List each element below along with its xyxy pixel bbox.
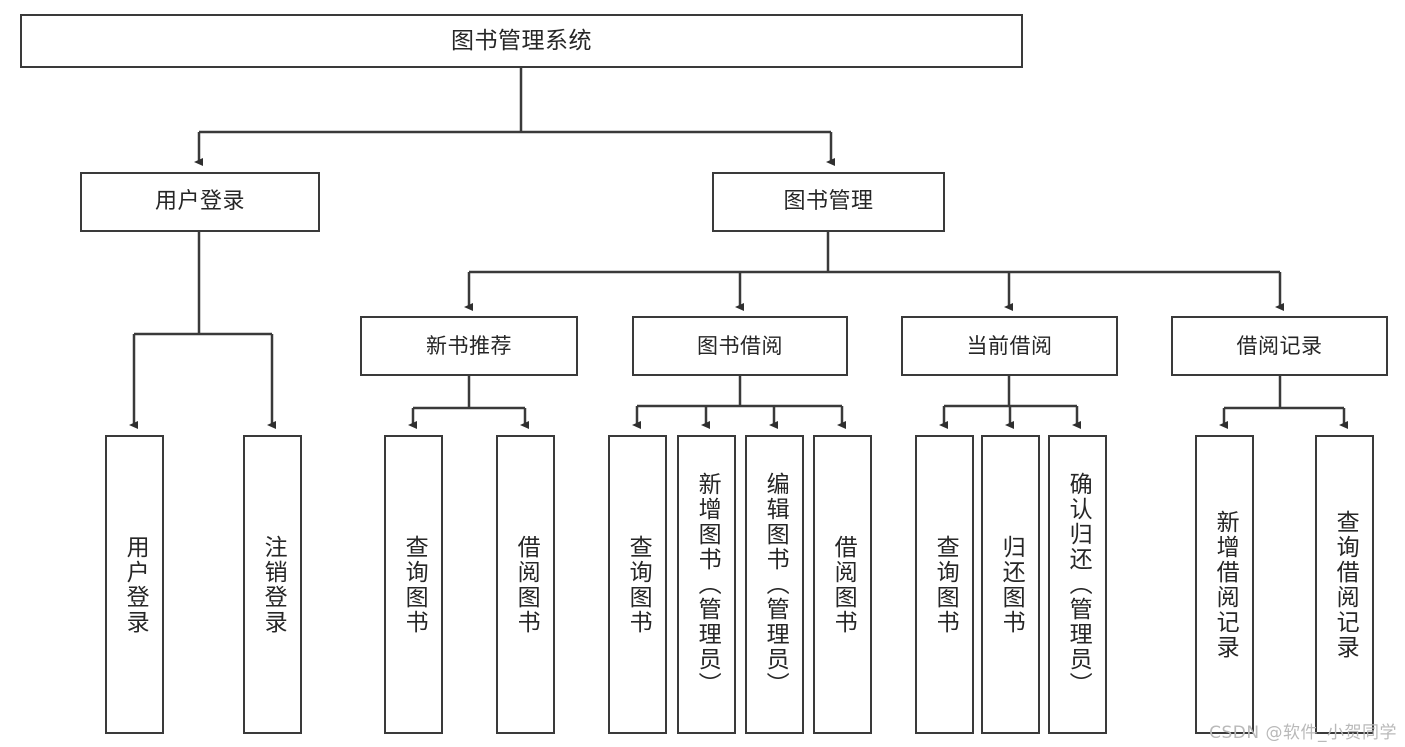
node-current-borrow[interactable]: 当前借阅 [901,316,1118,376]
node-leaf-query-book-borrow-label: 查询图书 [625,534,652,635]
node-leaf-logout-label: 注销登录 [260,534,287,635]
node-leaf-add-book[interactable]: 新增图书（管理员） [677,435,736,734]
node-leaf-user-login[interactable]: 用户登录 [105,435,164,734]
node-leaf-edit-book-label: 编辑图书（管理员） [762,472,789,697]
node-leaf-add-borrow-record[interactable]: 新增借阅记录 [1195,435,1254,734]
node-leaf-query-book-borrow[interactable]: 查询图书 [608,435,667,734]
node-leaf-confirm-return-label: 确认归还（管理员） [1065,472,1092,697]
node-leaf-query-book-recommend[interactable]: 查询图书 [384,435,443,734]
node-root[interactable]: 图书管理系统 [20,14,1023,68]
node-leaf-borrow-book[interactable]: 借阅图书 [813,435,872,734]
node-borrow-record[interactable]: 借阅记录 [1171,316,1388,376]
node-new-book-recommend-label: 新书推荐 [426,333,512,358]
node-leaf-user-login-label: 用户登录 [122,534,149,635]
watermark: CSDN @软件_小贺同学 [1209,723,1397,743]
node-root-label: 图书管理系统 [451,27,592,54]
node-leaf-query-book-recommend-label: 查询图书 [401,534,428,635]
node-user-login-label: 用户登录 [154,189,245,215]
node-new-book-recommend[interactable]: 新书推荐 [360,316,578,376]
node-leaf-borrow-book-label: 借阅图书 [830,534,857,635]
node-leaf-return-book-label: 归还图书 [998,534,1025,635]
node-leaf-query-borrow-record-label: 查询借阅记录 [1332,509,1359,660]
node-leaf-logout[interactable]: 注销登录 [243,435,302,734]
node-leaf-borrow-book-recommend[interactable]: 借阅图书 [496,435,555,734]
node-book-borrow[interactable]: 图书借阅 [632,316,848,376]
node-leaf-add-book-label: 新增图书（管理员） [694,472,721,697]
node-book-borrow-label: 图书借阅 [697,333,783,358]
node-book-management[interactable]: 图书管理 [712,172,945,232]
node-leaf-edit-book[interactable]: 编辑图书（管理员） [745,435,804,734]
node-leaf-add-borrow-record-label: 新增借阅记录 [1212,509,1239,660]
node-leaf-borrow-book-recommend-label: 借阅图书 [513,534,540,635]
node-borrow-record-label: 借阅记录 [1236,333,1323,358]
node-user-login[interactable]: 用户登录 [80,172,320,232]
node-leaf-return-book[interactable]: 归还图书 [981,435,1040,734]
node-current-borrow-label: 当前借阅 [966,333,1053,358]
node-leaf-query-book-current[interactable]: 查询图书 [915,435,974,734]
node-leaf-query-book-current-label: 查询图书 [932,534,959,635]
node-leaf-confirm-return[interactable]: 确认归还（管理员） [1048,435,1107,734]
node-leaf-query-borrow-record[interactable]: 查询借阅记录 [1315,435,1374,734]
node-book-management-label: 图书管理 [783,189,874,215]
